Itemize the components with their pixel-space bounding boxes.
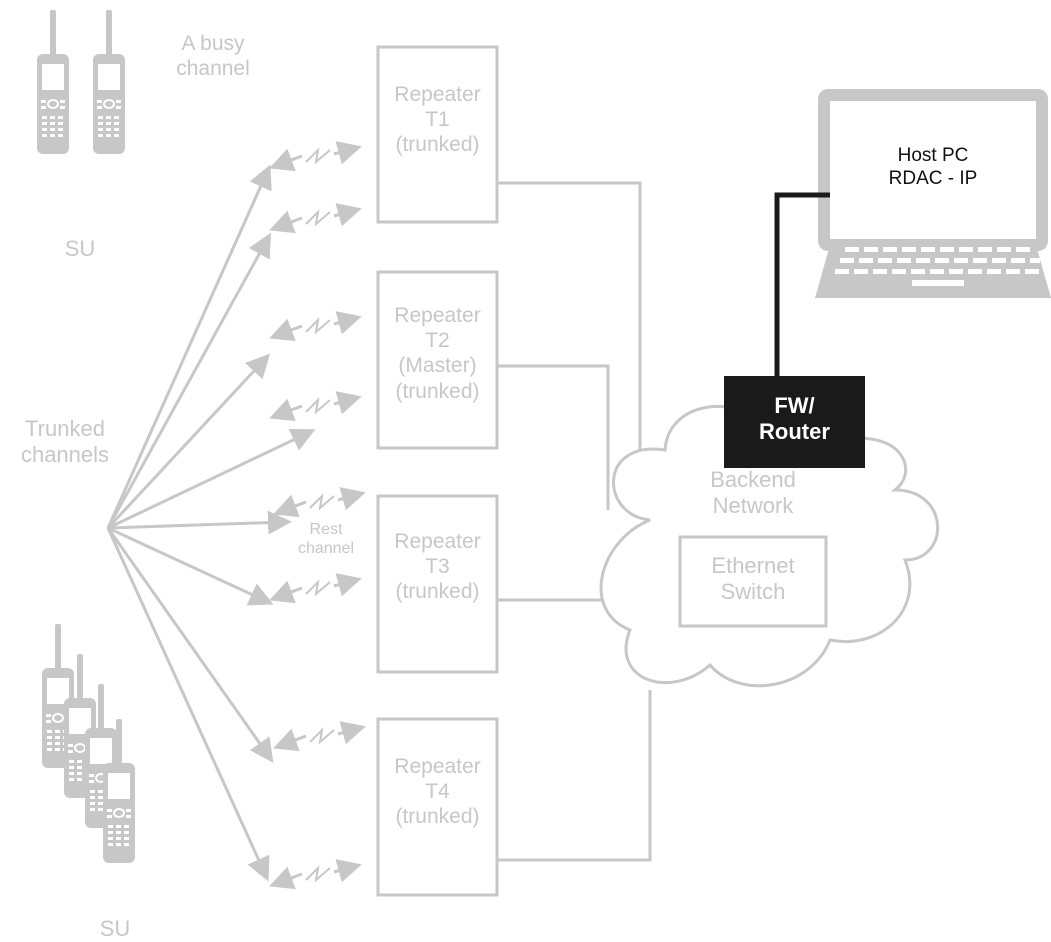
- wireless-link-icon: [286, 210, 356, 224]
- repeater-t2-label: Repeater T2 (Master) (trunked): [394, 304, 481, 403]
- repeater-t1-box: [376, 45, 499, 224]
- router-host-link: [774, 192, 830, 378]
- host-pc-label: Host PC RDAC - IP: [888, 145, 978, 189]
- su-label-top: SU: [64, 236, 96, 261]
- fw-router-label: FW/ Router: [759, 393, 830, 445]
- repeater-t4-box: [376, 717, 499, 897]
- channel-arrow: [107, 428, 316, 530]
- repeater-links: [497, 181, 652, 862]
- trunked-channels-label: Trunked channels: [20, 416, 110, 468]
- wireless-link-icon: [286, 398, 356, 412]
- channel-arrow: [106, 232, 271, 529]
- rest-channel-label: Rest channel: [297, 521, 355, 558]
- channel-arrow: [107, 510, 292, 535]
- channel-arrow: [106, 164, 272, 529]
- repeater-t3-box: [376, 494, 499, 674]
- repeater-t3-label: Repeater T3 (trunked): [394, 530, 481, 604]
- busy-channel-label: A busy channel: [176, 32, 250, 81]
- wireless-link-icon: [290, 494, 360, 508]
- ethernet-switch-box: [678, 535, 828, 628]
- wireless-link-icon: [286, 580, 356, 594]
- wireless-link-icon: [286, 866, 356, 880]
- su-label-bottom: SU: [99, 916, 131, 941]
- radio-icon: [36, 9, 70, 155]
- radio-icon: [92, 9, 126, 155]
- ethernet-switch-label: Ethernet Switch: [711, 553, 795, 605]
- channel-arrow: [106, 527, 274, 763]
- wireless-link-icon: [290, 728, 360, 742]
- channel-arrows: [106, 164, 316, 882]
- channel-arrow: [106, 527, 270, 882]
- repeater-t1-label: Repeater T1 (trunked): [394, 83, 481, 157]
- repeater-t4-label: Repeater T4 (trunked): [394, 755, 481, 829]
- backend-network-label: Backend Network: [710, 467, 796, 519]
- channel-arrow: [106, 353, 271, 530]
- laptop-icon: [815, 89, 1051, 298]
- fw-router-box: [724, 376, 865, 468]
- repeater-t2-box: [376, 270, 499, 450]
- wireless-link-icon: [286, 318, 356, 332]
- wireless-link-icon: [286, 148, 356, 162]
- channel-arrow: [107, 526, 274, 606]
